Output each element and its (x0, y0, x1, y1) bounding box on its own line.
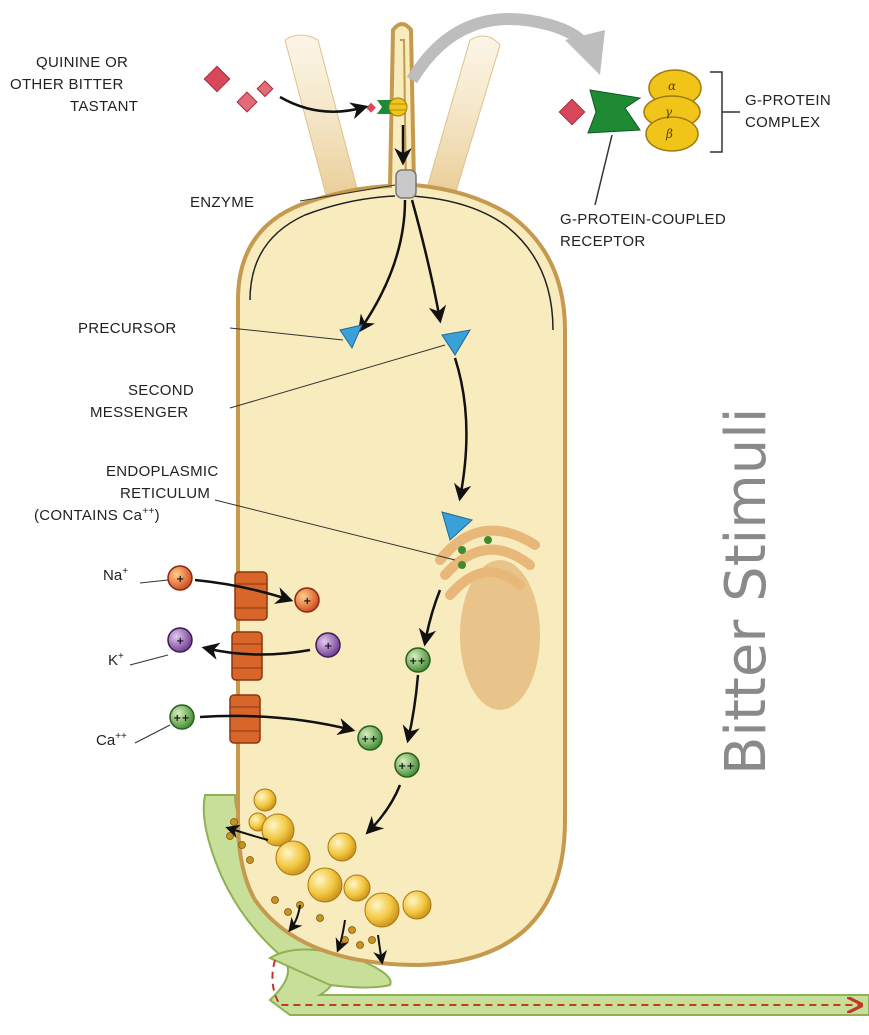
potassium-ion: + (168, 628, 192, 652)
label-er-2: RETICULUM (120, 485, 210, 502)
label-enzyme: ENZYME (190, 194, 254, 211)
enzyme-block (396, 170, 416, 198)
ca-leader (135, 725, 170, 743)
label-gprotein-complex-1: G-PROTEIN (745, 92, 831, 109)
na-leader (140, 580, 168, 583)
label-gpcr-2: RECEPTOR (560, 233, 645, 250)
label-second-messenger-2: MESSENGER (90, 404, 189, 421)
calcium-ion: ++ (406, 648, 430, 672)
calcium-ion: ++ (395, 753, 419, 777)
svg-text:++: ++ (409, 656, 426, 667)
calcium-ion: ++ (170, 705, 194, 729)
svg-text:++: ++ (173, 713, 190, 724)
alpha-subunit: α (668, 79, 676, 93)
svg-text:+: + (176, 636, 184, 647)
svg-text:++: ++ (361, 734, 378, 745)
label-tastant-3: TASTANT (70, 98, 138, 115)
diagram-title: Bitter Stimuli (714, 408, 779, 775)
receptor-small (377, 98, 407, 116)
gprotein-inset: α γ β (559, 70, 740, 205)
potassium-ion: + (316, 633, 340, 657)
label-tastant-1: QUININE OR (36, 54, 128, 71)
calcium-ion: ++ (358, 726, 382, 750)
sodium-ion: + (168, 566, 192, 590)
svg-text:+: + (176, 574, 184, 585)
label-precursor: PRECURSOR (78, 320, 177, 337)
label-na: Na+ (103, 566, 128, 584)
k-leader (130, 655, 168, 665)
svg-text:++: ++ (398, 761, 415, 772)
label-ca: Ca++ (96, 731, 127, 749)
svg-text:+: + (303, 596, 311, 607)
label-tastant-2: OTHER BITTER (10, 76, 124, 93)
label-gpcr-1: G-PROTEIN-COUPLED (560, 211, 726, 228)
label-k: K+ (108, 651, 124, 669)
svg-text:+: + (324, 641, 332, 652)
gamma-subunit: γ (665, 105, 673, 119)
label-er-3: (CONTAINS Ca++) (34, 506, 160, 524)
sodium-ion: + (295, 588, 319, 612)
beta-subunit: β (665, 127, 673, 141)
label-second-messenger-1: SECOND (128, 382, 194, 399)
tastant-molecules (204, 66, 376, 112)
label-er-1: ENDOPLASMIC (106, 463, 219, 480)
label-gprotein-complex-2: COMPLEX (745, 114, 820, 131)
ion-channel-ca (230, 695, 260, 743)
ion-channel-na (235, 572, 267, 620)
ion-channel-k (232, 632, 262, 680)
